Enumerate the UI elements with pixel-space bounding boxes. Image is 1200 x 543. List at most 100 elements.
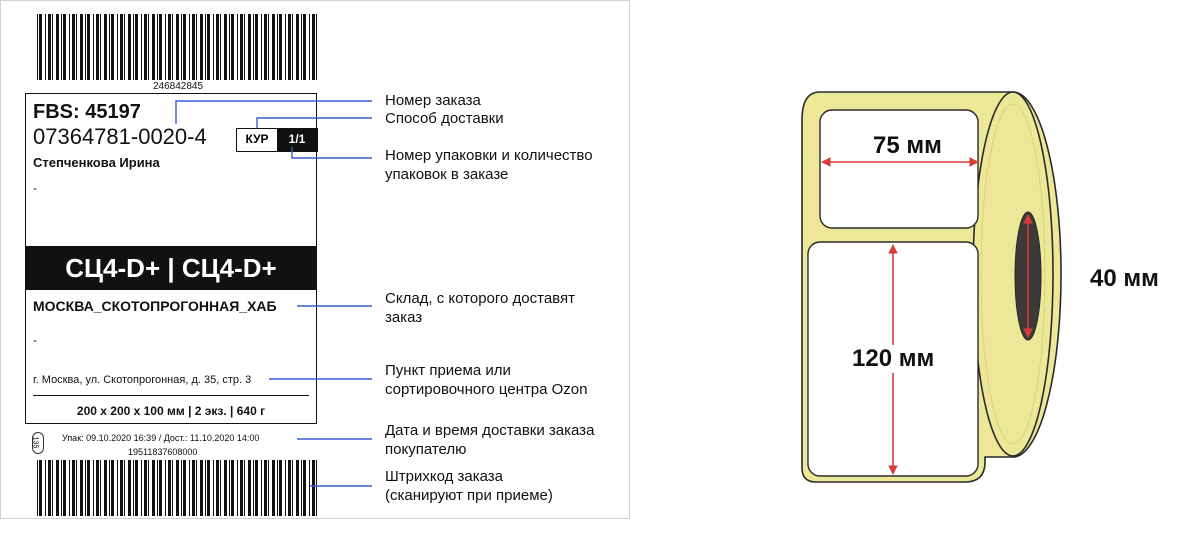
barcode-bar xyxy=(220,14,221,80)
barcode-bar xyxy=(117,460,118,516)
barcode-bar xyxy=(87,460,90,516)
barcode-bar xyxy=(61,460,62,516)
barcode-bar xyxy=(48,460,51,516)
barcode-bar xyxy=(231,460,234,516)
address: г. Москва, ул. Скотопрогонная, д. 35, ст… xyxy=(33,374,252,386)
barcode-bar xyxy=(61,14,62,80)
barcode-bar xyxy=(207,460,210,516)
dims-divider xyxy=(33,395,309,396)
barcode-bar xyxy=(288,14,291,80)
barcode-bar xyxy=(37,460,38,516)
core-label: 40 мм xyxy=(1090,265,1159,292)
barcode-bar xyxy=(109,14,110,80)
dimensions-weight: 200 x 200 x 100 мм | 2 экз. | 640 г xyxy=(76,404,266,418)
barcode-bar xyxy=(255,460,258,516)
placeholder-dash-1: - xyxy=(33,181,37,195)
barcode-bar xyxy=(104,460,107,516)
sort-code: СЦ4-D+ | СЦ4-D+ xyxy=(65,253,277,283)
order-number: 07364781-0020-4 xyxy=(33,124,207,149)
barcode-bar xyxy=(192,14,195,80)
barcode-bar xyxy=(181,460,182,516)
barcode-bar xyxy=(176,460,179,516)
barcode-bar xyxy=(120,460,123,516)
barcode-bar xyxy=(72,14,75,80)
height-label: 120 мм xyxy=(850,345,937,373)
annotation-delivery-method: Способ доставки xyxy=(385,109,504,128)
leader-order-number xyxy=(175,100,372,124)
barcode-bar xyxy=(157,14,158,80)
barcode-bar xyxy=(189,460,190,516)
barcode-bar xyxy=(261,14,262,80)
barcode-bar xyxy=(303,460,306,516)
barcode-bar xyxy=(133,460,134,516)
barcode-bar xyxy=(135,14,138,80)
barcode-bar xyxy=(104,14,107,80)
barcode-bar xyxy=(87,14,90,80)
barcode-bar xyxy=(200,460,203,516)
barcode-bar xyxy=(76,14,77,80)
barcode-bar xyxy=(268,460,269,516)
barcode-bar xyxy=(128,460,131,516)
warehouse-name: МОСКВА_СКОТОПРОГОННАЯ_ХАБ xyxy=(33,298,277,314)
barcode-bar xyxy=(56,460,59,516)
barcode-bar xyxy=(172,14,173,80)
barcode-bar xyxy=(39,460,42,516)
sort-code-band: СЦ4-D+ | СЦ4-D+ xyxy=(25,246,317,290)
placeholder-dash-2: - xyxy=(33,333,37,347)
barcode-bar xyxy=(285,460,286,516)
bottom-barcode-number: 19511837608000 xyxy=(128,447,198,457)
barcode-bar xyxy=(72,460,75,516)
barcode-bar xyxy=(272,14,275,80)
barcode-bar xyxy=(316,14,317,80)
pack-delivery-dates: Упак: 09.10.2020 16:39 / Дост.: 11.10.20… xyxy=(62,433,260,443)
barcode-bar xyxy=(181,14,182,80)
barcode-bar xyxy=(213,14,214,80)
barcode-bar xyxy=(117,14,118,80)
annotation-pickup-point-line1: Пункт приема или xyxy=(385,362,511,379)
barcode-bar xyxy=(168,14,171,80)
delivery-badge: КУР 1/1 xyxy=(236,128,318,152)
barcode-bar xyxy=(292,14,293,80)
annotation-warehouse-line1: Склад, с которого доставят xyxy=(385,290,575,307)
barcode-bar xyxy=(80,14,83,80)
barcode-bar xyxy=(56,14,59,80)
barcode-bar xyxy=(144,460,147,516)
annotation-order-number: Номер заказа xyxy=(385,91,481,110)
barcode-bar xyxy=(165,14,166,80)
annotation-barcode: Штрихкод заказа (сканируют при приеме) xyxy=(385,467,553,505)
barcode-bar xyxy=(301,14,302,80)
barcode-bar xyxy=(63,460,66,516)
barcode-bar xyxy=(52,14,53,80)
barcode-bar xyxy=(205,14,206,80)
barcode-bar xyxy=(141,460,142,516)
barcode-bar xyxy=(124,14,125,80)
annotation-pickup-point-line2: сортировочного центра Ozon xyxy=(385,381,588,398)
annotation-package-number-line1: Номер упаковки и количество xyxy=(385,147,593,164)
barcode-bar xyxy=(183,14,186,80)
top-barcode xyxy=(37,14,317,80)
barcode-bar xyxy=(277,460,278,516)
barcode-bar xyxy=(231,14,234,80)
barcode-bar xyxy=(39,14,42,80)
bottom-barcode xyxy=(37,460,317,516)
top-barcode-number: 246842845 xyxy=(152,81,204,92)
barcode-bar xyxy=(111,460,114,516)
barcode-bar xyxy=(159,460,162,516)
barcode-bar xyxy=(109,460,110,516)
barcode-bar xyxy=(85,460,86,516)
barcode-bar xyxy=(205,460,206,516)
barcode-bar xyxy=(133,14,134,80)
barcode-bar xyxy=(45,14,46,80)
package-count: 1/1 xyxy=(277,129,317,151)
barcode-bar xyxy=(141,14,142,80)
barcode-bar xyxy=(288,460,291,516)
barcode-bar xyxy=(80,460,83,516)
barcode-bar xyxy=(172,460,173,516)
barcode-bar xyxy=(144,14,147,80)
barcode-bar xyxy=(292,460,293,516)
barcode-bar xyxy=(253,14,254,80)
barcode-bar xyxy=(183,460,186,516)
barcode-bar xyxy=(309,14,310,80)
annotation-barcode-line2: (сканируют при приеме) xyxy=(385,487,553,504)
barcode-bar xyxy=(148,14,149,80)
